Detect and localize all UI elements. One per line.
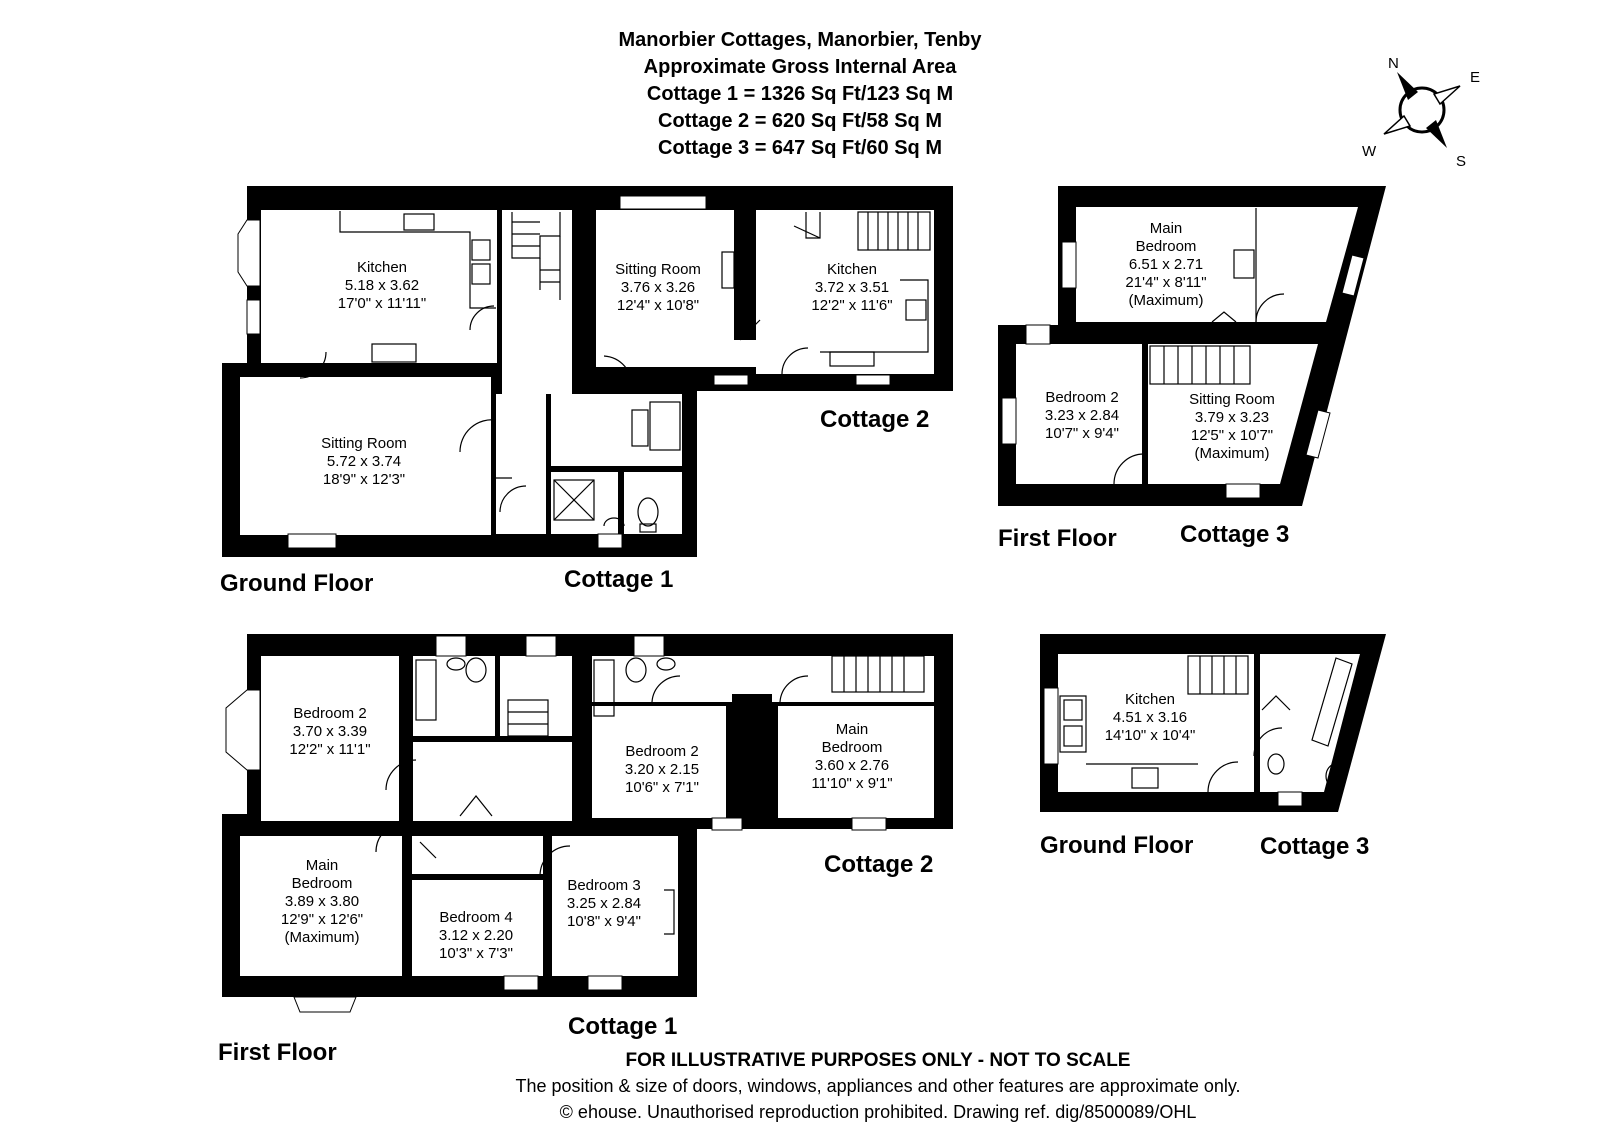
room-c2f-main-imperial: 11'10" x 9'1" [811, 775, 892, 792]
label-ground-floor-c3: Ground Floor [1040, 832, 1193, 859]
room-c3f-sitting-imperial: 12'5" x 10'7" [1191, 427, 1273, 444]
header: Manorbier Cottages, Manorbier, Tenby App… [618, 29, 982, 159]
room-c1f-bed3-metric: 3.25 x 2.84 [567, 895, 641, 912]
footer: FOR ILLUSTRATIVE PURPOSES ONLY - NOT TO … [515, 1050, 1240, 1122]
room-c3f-main-metric: 6.51 x 2.71 [1129, 256, 1203, 273]
footer-disclaimer: FOR ILLUSTRATIVE PURPOSES ONLY - NOT TO … [626, 1050, 1131, 1071]
room-c1g-sitting-imperial: 18'9" x 12'3" [323, 471, 405, 488]
room-c1f-main-metric: 3.89 x 3.80 [285, 893, 359, 910]
room-c1f-main-note: (Maximum) [285, 929, 360, 946]
room-c2f-bed2-metric: 3.20 x 2.15 [625, 761, 699, 778]
compass-south: S [1456, 153, 1466, 170]
room-c1g-sitting-metric: 5.72 x 3.74 [327, 453, 401, 470]
room-c3g-kitchen-name: Kitchen [1125, 691, 1175, 708]
plan-cottage-3-first: Main Bedroom 6.51 x 2.71 21'4" x 8'11" (… [998, 186, 1386, 506]
room-c1f-bed2-imperial: 12'2" x 11'1" [289, 741, 370, 758]
room-c3f-sitting-note: (Maximum) [1195, 445, 1270, 462]
room-c3f-main-note: (Maximum) [1129, 292, 1204, 309]
room-c2f-main-name1: Main [836, 721, 869, 738]
room-c1g-kitchen-name: Kitchen [357, 259, 407, 276]
room-c1g-kitchen-imperial: 17'0" x 11'11" [338, 295, 426, 312]
room-c2f-bed2-imperial: 10'6" x 7'1" [625, 779, 699, 796]
room-c1f-bed4-name: Bedroom 4 [439, 909, 512, 926]
room-c2g-sitting-metric: 3.76 x 3.26 [621, 279, 695, 296]
room-c3f-bed2-imperial: 10'7" x 9'4" [1045, 425, 1119, 442]
room-c1f-main-name2: Bedroom [292, 875, 353, 892]
footer-note: The position & size of doors, windows, a… [515, 1076, 1240, 1096]
room-c3f-bed2-metric: 3.23 x 2.84 [1045, 407, 1119, 424]
area-cottage-1: Cottage 1 = 1326 Sq Ft/123 Sq M [647, 83, 953, 105]
label-first-floor-c3: First Floor [998, 525, 1117, 552]
room-c3f-main-imperial: 21'4" x 8'11" [1125, 274, 1206, 291]
room-c3f-main-name1: Main [1150, 220, 1183, 237]
room-c2f-main-metric: 3.60 x 2.76 [815, 757, 889, 774]
room-c3f-sitting-metric: 3.79 x 3.23 [1195, 409, 1269, 426]
label-ground-floor-c1: Ground Floor [220, 570, 373, 597]
room-c2g-kitchen-imperial: 12'2" x 11'6" [811, 297, 892, 314]
label-cottage-1-ground: Cottage 1 [564, 566, 673, 593]
room-c2g-kitchen-metric: 3.72 x 3.51 [815, 279, 889, 296]
area-cottage-2: Cottage 2 = 620 Sq Ft/58 Sq M [658, 110, 942, 132]
room-c1f-main-name1: Main [306, 857, 339, 874]
room-c1f-bed4-metric: 3.12 x 2.20 [439, 927, 513, 944]
room-c2f-main-name2: Bedroom [822, 739, 883, 756]
footer-copyright: © ehouse. Unauthorised reproduction proh… [560, 1102, 1197, 1122]
compass-west: W [1362, 143, 1377, 160]
label-first-floor-c1: First Floor [218, 1039, 337, 1066]
label-cottage-3-ground: Cottage 3 [1260, 833, 1369, 860]
room-c1f-bed3-name: Bedroom 3 [567, 877, 640, 894]
room-c2g-sitting-name: Sitting Room [615, 261, 701, 278]
compass-icon: N E S W [1362, 55, 1480, 170]
room-c2f-bed2-name: Bedroom 2 [625, 743, 698, 760]
plan-subtitle: Approximate Gross Internal Area [644, 56, 958, 78]
label-cottage-2-ground: Cottage 2 [820, 406, 929, 433]
plan-cottage-3-ground: Kitchen 4.51 x 3.16 14'10" x 10'4" [1040, 634, 1386, 812]
room-c1f-bed3-imperial: 10'8" x 9'4" [567, 913, 641, 930]
compass-north: N [1388, 55, 1399, 72]
room-c3f-main-name2: Bedroom [1136, 238, 1197, 255]
room-c2g-sitting-imperial: 12'4" x 10'8" [617, 297, 699, 314]
plan-cottages-1-2-ground: Kitchen 5.18 x 3.62 17'0" x 11'11" Sitti… [222, 186, 953, 557]
room-c3f-bed2-name: Bedroom 2 [1045, 389, 1118, 406]
label-cottage-2-first: Cottage 2 [824, 851, 933, 878]
plan-cottages-1-2-first: Bedroom 2 3.70 x 3.39 12'2" x 11'1" Main… [222, 634, 953, 1013]
label-cottage-1-first: Cottage 1 [568, 1013, 677, 1040]
room-c3f-sitting-name: Sitting Room [1189, 391, 1275, 408]
room-c1f-bed4-imperial: 10'3" x 7'3" [439, 945, 513, 962]
room-c1f-main-imperial: 12'9" x 12'6" [281, 911, 363, 928]
room-c2g-kitchen-name: Kitchen [827, 261, 877, 278]
room-c1g-sitting-name: Sitting Room [321, 435, 407, 452]
room-c1f-bed2-name: Bedroom 2 [293, 705, 366, 722]
label-cottage-3-first: Cottage 3 [1180, 521, 1289, 548]
room-c1g-kitchen-metric: 5.18 x 3.62 [345, 277, 419, 294]
room-c1f-bed2-metric: 3.70 x 3.39 [293, 723, 367, 740]
plan-title: Manorbier Cottages, Manorbier, Tenby [618, 29, 982, 51]
room-c3g-kitchen-metric: 4.51 x 3.16 [1113, 709, 1187, 726]
compass-east: E [1470, 69, 1480, 86]
room-c3g-kitchen-imperial: 14'10" x 10'4" [1105, 727, 1196, 744]
area-cottage-3: Cottage 3 = 647 Sq Ft/60 Sq M [658, 137, 942, 159]
